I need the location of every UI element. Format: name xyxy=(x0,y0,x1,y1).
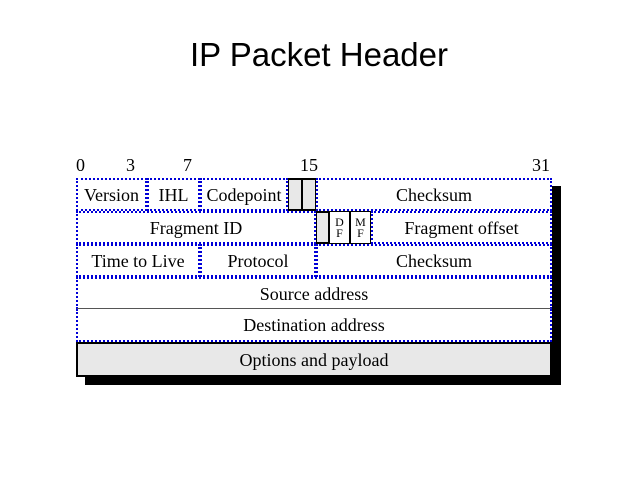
table-row: Options and payload xyxy=(76,342,552,377)
table-row: Destination address xyxy=(76,309,552,342)
bit-tick-3: 3 xyxy=(126,155,135,175)
field-reserved-flag xyxy=(316,211,329,244)
field-version: Version xyxy=(76,178,147,211)
bit-ruler: 0 3 7 15 31 xyxy=(76,155,552,177)
df-flag-line-2: F xyxy=(336,225,343,240)
field-protocol: Protocol xyxy=(200,244,316,277)
bit-tick-15: 15 xyxy=(300,155,318,175)
bit-tick-31: 31 xyxy=(532,155,550,175)
field-mf-flag: M F xyxy=(350,211,371,244)
field-reserved-bit-1 xyxy=(288,178,302,211)
table-row: Version IHL Codepoint Checksum xyxy=(76,178,552,211)
header-table: Version IHL Codepoint Checksum Fragment … xyxy=(76,178,552,377)
field-destination-address: Destination address xyxy=(76,309,552,342)
field-fragment-id: Fragment ID xyxy=(76,211,316,244)
field-df-flag: D F xyxy=(329,211,350,244)
bit-tick-0: 0 xyxy=(76,155,85,175)
field-options-and-payload: Options and payload xyxy=(76,342,552,377)
mf-flag-line-1: M xyxy=(355,214,366,229)
bit-tick-7: 7 xyxy=(183,155,192,175)
df-flag-line-1: D xyxy=(335,214,344,229)
table-row: Source address xyxy=(76,277,552,309)
field-fragment-offset: Fragment offset xyxy=(371,211,552,244)
field-codepoint: Codepoint xyxy=(200,178,288,211)
field-checksum-2: Checksum xyxy=(316,244,552,277)
field-ihl: IHL xyxy=(147,178,200,211)
ip-packet-header-diagram: 0 3 7 15 31 Version IHL Codepoint Checks… xyxy=(76,155,564,385)
field-reserved-bit-2 xyxy=(302,178,316,211)
table-row: Fragment ID D F M F Fragment offset xyxy=(76,211,552,244)
page-title: IP Packet Header xyxy=(189,36,449,73)
field-time-to-live: Time to Live xyxy=(76,244,200,277)
mf-flag-line-2: F xyxy=(357,225,364,240)
field-checksum-1: Checksum xyxy=(316,178,552,211)
field-source-address: Source address xyxy=(76,277,552,309)
table-row: Time to Live Protocol Checksum xyxy=(76,244,552,277)
